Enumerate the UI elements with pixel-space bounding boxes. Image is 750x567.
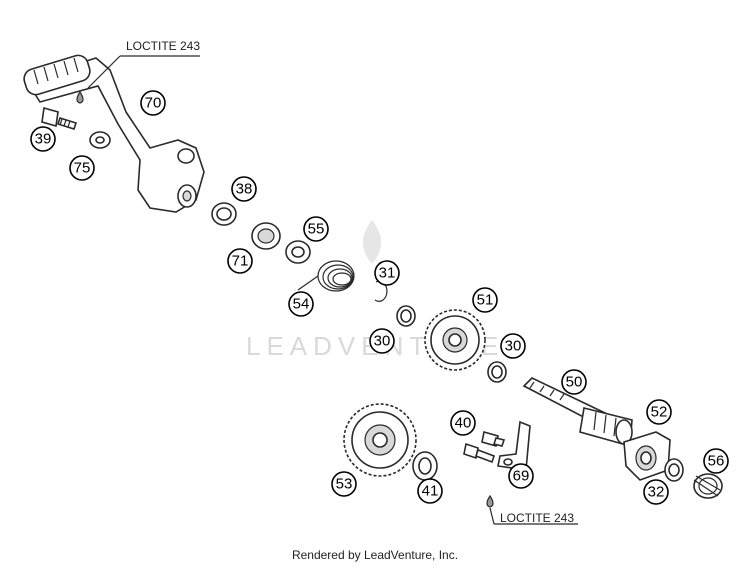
- washer-32[interactable]: [664, 458, 684, 482]
- svg-text:51: 51: [477, 292, 494, 309]
- footer-credit: Rendered by LeadVenture, Inc.: [291, 548, 459, 562]
- washer-30-upper[interactable]: [396, 305, 416, 327]
- guide-plate-69[interactable]: [497, 420, 531, 471]
- washer-30-lower[interactable]: [487, 361, 507, 383]
- screws-40[interactable]: [463, 430, 506, 464]
- washer-75[interactable]: [89, 131, 111, 149]
- svg-text:30: 30: [374, 333, 391, 350]
- ratchet-52[interactable]: [623, 431, 671, 481]
- svg-text:69: 69: [513, 468, 530, 485]
- svg-text:70: 70: [145, 95, 162, 112]
- svg-text:31: 31: [379, 265, 396, 282]
- loctite-drop-top: [76, 90, 84, 104]
- svg-text:38: 38: [236, 181, 253, 198]
- callout-30-lower[interactable]: 30: [500, 333, 526, 359]
- seal-71[interactable]: [251, 222, 281, 250]
- bushing-55[interactable]: [285, 240, 311, 264]
- callout-71[interactable]: 71: [227, 248, 253, 274]
- callout-54[interactable]: 54: [288, 291, 314, 317]
- svg-text:40: 40: [455, 415, 472, 432]
- callout-51[interactable]: 51: [472, 287, 498, 313]
- loctite-label-top: LOCTITE 243: [126, 39, 200, 53]
- callout-31[interactable]: 31: [374, 260, 400, 286]
- svg-text:71: 71: [232, 253, 249, 270]
- callout-75[interactable]: 75: [69, 155, 95, 181]
- loctite-label-bottom: LOCTITE 243: [500, 511, 574, 525]
- callout-56[interactable]: 56: [703, 448, 729, 474]
- callout-70[interactable]: 70: [140, 90, 166, 116]
- kick-shaft-50[interactable]: [522, 377, 633, 448]
- callout-69[interactable]: 69: [508, 463, 534, 489]
- loctite-drop-bottom: [486, 494, 494, 508]
- svg-text:56: 56: [708, 453, 725, 470]
- callout-53[interactable]: 53: [331, 471, 357, 497]
- gear-51[interactable]: [424, 309, 486, 371]
- callout-41[interactable]: 41: [417, 478, 443, 504]
- svg-text:41: 41: [422, 483, 439, 500]
- callout-39[interactable]: 39: [30, 126, 56, 152]
- spring-54[interactable]: [297, 260, 355, 292]
- svg-text:54: 54: [293, 296, 310, 313]
- callout-38[interactable]: 38: [231, 176, 257, 202]
- svg-text:30: 30: [505, 338, 522, 355]
- screw-39[interactable]: [41, 106, 78, 130]
- kick-starter-lever[interactable]: [22, 53, 205, 213]
- svg-text:50: 50: [566, 374, 583, 391]
- gear-53[interactable]: [343, 403, 417, 477]
- washer-38[interactable]: [211, 202, 237, 226]
- loctite-note-bottom: LOCTITE 243: [489, 507, 578, 525]
- svg-text:32: 32: [648, 484, 665, 501]
- callout-40[interactable]: 40: [450, 410, 476, 436]
- svg-text:75: 75: [74, 160, 91, 177]
- washer-41[interactable]: [412, 451, 438, 481]
- callout-52[interactable]: 52: [646, 399, 672, 425]
- callout-55[interactable]: 55: [303, 216, 329, 242]
- svg-text:39: 39: [35, 131, 52, 148]
- svg-text:53: 53: [336, 476, 353, 493]
- svg-text:55: 55: [308, 221, 325, 238]
- svg-text:52: 52: [651, 404, 668, 421]
- loctite-note-top: LOCTITE 243: [87, 39, 200, 89]
- callout-32[interactable]: 32: [643, 479, 669, 505]
- spring-56[interactable]: [693, 473, 723, 499]
- callout-50[interactable]: 50: [561, 369, 587, 395]
- callout-30-upper[interactable]: 30: [369, 328, 395, 354]
